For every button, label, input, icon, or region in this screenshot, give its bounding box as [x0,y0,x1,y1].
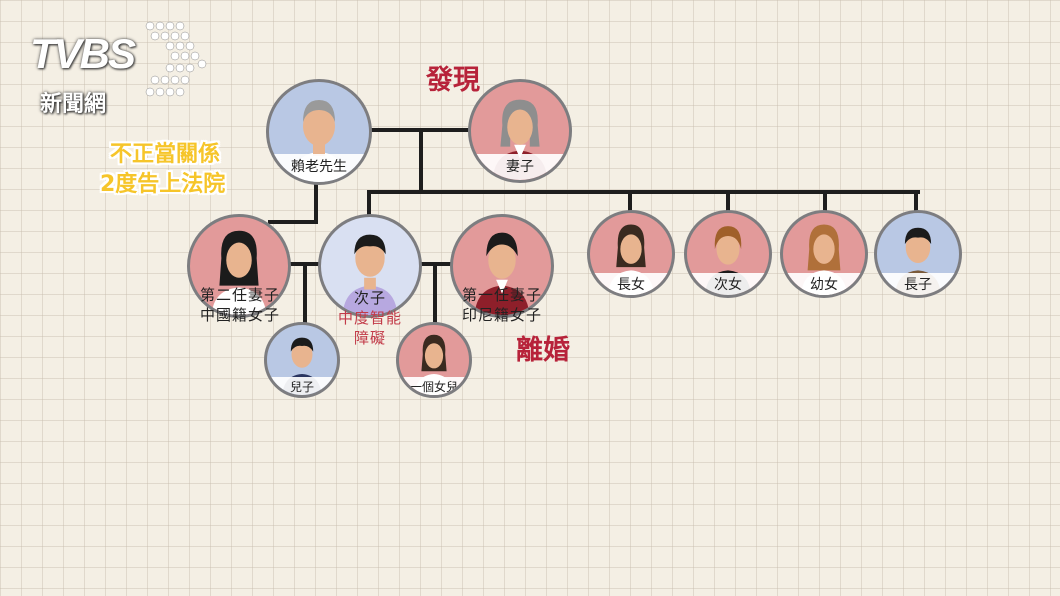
logo-brand: TVBS [30,30,136,77]
connector-line [726,190,730,212]
avatar-second-daughter: 次女 [684,210,772,298]
avatar-first-wife [450,214,554,318]
label-second-wife: 第二任妻子 中國籍女子 [182,285,298,325]
label-line: 障礙 [353,329,386,347]
avatar-eldest-daughter: 長女 [587,210,675,298]
connector-line [419,128,423,192]
label-line: 第二任妻子 [199,286,280,304]
avatar-daughter-child: 一個女兒 [396,322,472,398]
woman-icon [474,232,530,315]
avatar-eldest-son: 長子 [874,210,962,298]
logo-subtitle: 新聞網 [40,92,107,117]
logo-dots-icon [145,21,207,97]
label-line: 次子 [353,289,386,307]
annotation-line: 2度告上法院 [100,172,226,197]
annotation-improper-relationship: 不正當關係 2度告上法院 [100,140,225,200]
person-label: 長女 [590,273,672,295]
woman-icon [211,230,267,315]
tvbs-logo: TVBS [30,30,136,78]
avatar-son-child: 兒子 [264,322,340,398]
connector-line [268,220,318,224]
avatar-second-wife [187,214,291,318]
avatar-lai: 賴老先生 [266,79,372,185]
connector-line [367,190,920,194]
connector-line [628,190,632,212]
connector-line [914,190,918,212]
person-label: 一個女兒 [399,377,469,395]
connector-line [433,262,437,328]
avatar-wife: 妻子 [468,79,572,183]
person-label: 妻子 [471,154,569,180]
person-label: 賴老先生 [269,154,369,180]
annotation-line: 不正當關係 [110,142,221,167]
annotation-divorce: 離婚 [516,335,570,366]
person-label: 幼女 [783,273,865,295]
person-label: 長子 [877,273,959,295]
label-line: 中度智能 [337,309,402,327]
label-line: 印尼籍女子 [461,306,542,324]
label-first-wife: 第一任妻子 印尼籍女子 [443,285,561,325]
avatar-second-son [318,214,422,318]
person-label: 次女 [687,273,769,295]
connector-line [367,190,371,217]
label-second-son: 次子 中度智能 障礙 [315,288,425,348]
label-line: 中國籍女子 [199,306,280,324]
person-label: 兒子 [267,377,337,395]
connector-line [823,190,827,212]
connector-line [314,150,318,223]
connector-line [303,262,307,328]
label-line: 第一任妻子 [461,286,542,304]
avatar-youngest-daughter: 幼女 [780,210,868,298]
man-icon [342,234,398,315]
annotation-discovered: 發現 [426,65,480,96]
